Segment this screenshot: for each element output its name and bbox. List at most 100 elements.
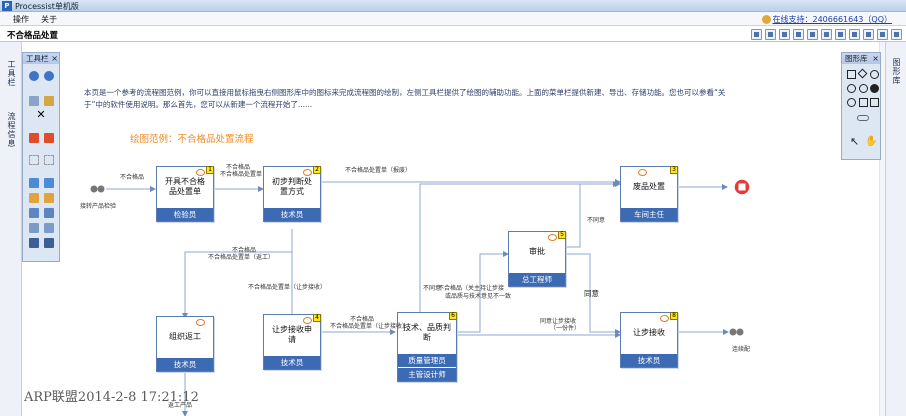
edge-label: 不同意: [587, 217, 606, 224]
start-terminal[interactable]: [90, 182, 106, 196]
example-title: 绘图范例：不合格品处置流程: [130, 134, 254, 145]
edge-label: 同意: [584, 289, 599, 298]
print-icon[interactable]: [793, 29, 804, 40]
note-icon: [548, 234, 557, 241]
align-icon[interactable]: [849, 29, 860, 40]
align-bottom-tool-icon[interactable]: [44, 193, 54, 203]
menu-bar: 操作 关于 在线支持：2406661643（QQ）: [0, 12, 906, 26]
edge-n2-to-n5: [182, 229, 293, 319]
move-up-icon[interactable]: [821, 29, 832, 40]
rectangle-shape-icon[interactable]: [847, 70, 856, 79]
hand-icon[interactable]: ✋: [865, 136, 878, 147]
node-role: 总工程师: [509, 272, 565, 286]
distribute-v-tool-icon[interactable]: [44, 208, 54, 218]
toolbox-title: 工具栏: [26, 54, 49, 63]
note-icon: [303, 317, 312, 324]
watermark-text: ARP联盟2014-2-8 17:21:12: [24, 390, 199, 405]
bring-front-tool-icon[interactable]: [29, 155, 39, 165]
paste-tool-icon[interactable]: [44, 96, 54, 106]
end-terminal[interactable]: [729, 325, 745, 339]
same-height-tool-icon[interactable]: [44, 223, 54, 233]
terminal-shape-icon[interactable]: [857, 115, 869, 121]
node-role: 技术员: [264, 355, 320, 369]
send-back-tool-icon[interactable]: [44, 155, 54, 165]
process-node[interactable]: 技术、品质判断 质量管理员 主管设计师 6: [397, 312, 457, 382]
process-node[interactable]: 初步判断处置方式 技术员 2: [263, 166, 321, 222]
menu-about[interactable]: 关于: [41, 15, 57, 24]
node-role: 检验员: [157, 207, 213, 221]
node-role: 技术员: [157, 357, 213, 371]
move-top-icon[interactable]: [835, 29, 846, 40]
node-role: 车间主任: [621, 207, 677, 221]
distribute-h-tool-icon[interactable]: [29, 208, 39, 218]
note-icon: [638, 169, 647, 176]
node-number-badge: 1: [206, 166, 214, 174]
edge-label: 不合格品: [232, 247, 257, 254]
close-icon[interactable]: ×: [51, 54, 58, 63]
same-width-tool-icon[interactable]: [29, 223, 39, 233]
save-as-icon[interactable]: [779, 29, 790, 40]
toolbox-panel: 工具栏 × ✕: [22, 52, 60, 262]
node-name: 让步接收: [633, 328, 665, 337]
node-number-badge: 5: [558, 231, 566, 239]
end-label: 连续配: [732, 346, 751, 353]
save-icon[interactable]: [765, 29, 776, 40]
copy-tool-icon[interactable]: [29, 96, 39, 106]
line-color-tool-icon[interactable]: [44, 133, 54, 143]
diamond-shape-icon[interactable]: [857, 68, 868, 79]
menu-operate[interactable]: 操作: [13, 15, 29, 24]
edge-label: 不合格品处置单: [220, 171, 263, 178]
screen-tool-icon[interactable]: [44, 238, 54, 248]
app-icon: P: [2, 1, 12, 11]
node-role: 技术员: [264, 207, 320, 221]
group-icon[interactable]: [863, 29, 874, 40]
process-node[interactable]: 组织返工 技术员: [156, 316, 214, 372]
cross-circle-shape-icon[interactable]: [859, 84, 868, 93]
diagram-canvas[interactable]: 本页是一个参考的流程图范例，你可以直接用鼠标拖曳右侧图形库中的图标来完成流程图的…: [60, 42, 839, 416]
edge-label: 不合格品处置单（让步接收）: [330, 323, 409, 330]
check-circle-shape-icon[interactable]: [847, 98, 856, 107]
node-name: 审批: [529, 247, 545, 256]
layer-icon[interactable]: [877, 29, 888, 40]
grid-tool-icon[interactable]: [29, 238, 39, 248]
process-node[interactable]: 开具不合格品处置单 检验员 1: [156, 166, 214, 222]
document-shape-icon[interactable]: [870, 98, 879, 107]
node-number-badge: 2: [313, 166, 321, 174]
delete-tool-icon[interactable]: ✕: [36, 108, 46, 121]
tab-process-info[interactable]: 流程信息: [7, 112, 16, 148]
support-link[interactable]: 在线支持：2406661643（QQ）: [772, 15, 893, 24]
stop-shape-icon[interactable]: [870, 84, 879, 93]
copy-icon[interactable]: [891, 29, 902, 40]
vertical-scrollbar[interactable]: [879, 42, 885, 416]
process-node[interactable]: 废品处置 车间主任 3: [620, 166, 678, 222]
circle-shape-icon[interactable]: [870, 70, 879, 79]
node-role: 质量管理员: [398, 353, 456, 367]
tab-toolbar[interactable]: 工具栏: [7, 60, 16, 87]
process-node[interactable]: 审批 总工程师 5: [508, 231, 566, 287]
undo-tool-icon[interactable]: [29, 71, 39, 81]
edge-n7-to-n4: [455, 251, 509, 333]
align-right-tool-icon[interactable]: [44, 178, 54, 188]
stop-icon[interactable]: [732, 177, 752, 197]
edge-label: 不合格品处置单（让步接收）: [248, 284, 327, 291]
undo-icon[interactable]: [807, 29, 818, 40]
process-node[interactable]: 让步接收申请 技术员 4: [263, 314, 321, 370]
note-icon: [196, 169, 205, 176]
clock-shape-icon[interactable]: [847, 84, 856, 93]
gear-shape-icon[interactable]: [859, 98, 868, 107]
fill-tool-icon[interactable]: [29, 133, 39, 143]
online-support[interactable]: 在线支持：2406661643（QQ）: [761, 14, 893, 25]
process-node[interactable]: 让步接收 技术员 8: [620, 312, 678, 368]
close-icon[interactable]: ×: [872, 54, 879, 63]
window-title: Processist单机版: [15, 2, 79, 11]
redo-tool-icon[interactable]: [44, 71, 54, 81]
edge-label: 不同意: [423, 285, 442, 292]
align-left-tool-icon[interactable]: [29, 178, 39, 188]
note-icon: [660, 315, 669, 322]
export-icon[interactable]: [751, 29, 762, 40]
title-bar: P Processist单机版: [0, 0, 906, 12]
pointer-icon[interactable]: ↖: [850, 135, 860, 148]
align-top-tool-icon[interactable]: [29, 193, 39, 203]
edge-label: 不合格品: [350, 316, 375, 323]
tab-shape-library[interactable]: 图形库: [892, 58, 901, 85]
